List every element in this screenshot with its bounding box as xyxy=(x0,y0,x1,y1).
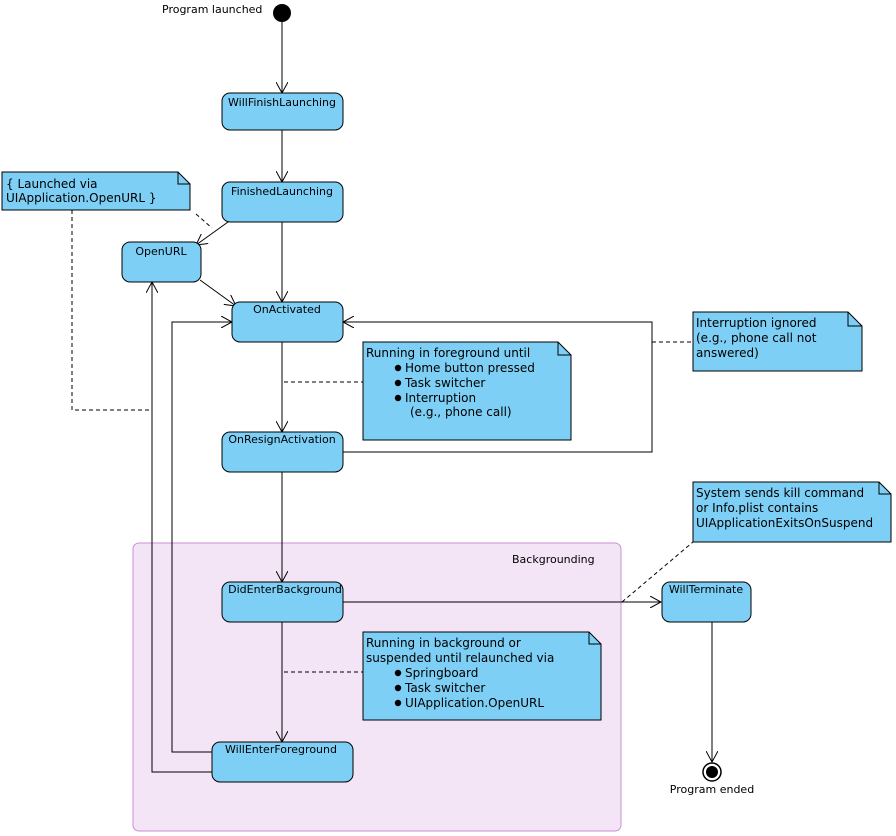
anchor-launched-via-openurl xyxy=(195,213,213,229)
note-foreground-bullet-2 xyxy=(394,379,402,387)
backgrounding-region-label: Backgrounding xyxy=(512,553,595,566)
note-kill-line-3: UIApplicationExitsOnSuspend xyxy=(696,516,873,530)
note-foreground-item-3: Interruption xyxy=(405,391,476,405)
note-background-item-3: UIApplication.OpenURL xyxy=(405,696,544,710)
state-did-enter-background-label: DidEnterBackground xyxy=(228,583,342,596)
state-open-url: OpenURL xyxy=(121,241,202,283)
state-on-activated-label: OnActivated xyxy=(253,303,321,316)
note-background-title-2: suspended until relaunched via xyxy=(366,651,554,665)
state-did-enter-background: DidEnterBackground xyxy=(221,581,344,623)
note-launched-via-line-2: UIApplication.OpenURL } xyxy=(6,191,157,205)
start-label: Program launched xyxy=(162,3,262,16)
transition-willenterforeground-to-openurl xyxy=(152,282,212,773)
note-background: Running in background or suspended until… xyxy=(362,631,602,721)
note-launched-via: { Launched via UIApplication.OpenURL } xyxy=(1,171,191,211)
transition-willenterforeground-to-onactivated xyxy=(171,322,232,753)
note-background-bullet-1 xyxy=(394,669,402,677)
note-background-title-1: Running in background or xyxy=(366,636,521,650)
note-kill-line-1: System sends kill command xyxy=(696,486,864,500)
note-interruption-line-3: answered) xyxy=(696,346,759,360)
transition-openurl-to-onactivated xyxy=(199,279,236,306)
state-will-terminate-label: WillTerminate xyxy=(669,583,744,596)
transition-onresign-to-onactivated xyxy=(343,322,653,453)
note-foreground: Running in foreground until Home button … xyxy=(362,341,572,441)
note-interruption-line-1: Interruption ignored xyxy=(696,316,816,330)
note-launched-via-line-1: { Launched via xyxy=(6,177,98,191)
note-interruption-ignored: Interruption ignored (e.g., phone call n… xyxy=(692,311,863,372)
note-background-bullet-3 xyxy=(394,699,402,707)
note-background-item-2: Task switcher xyxy=(404,681,485,695)
state-will-terminate: WillTerminate xyxy=(661,581,752,623)
state-finished-launching-label: FinishedLaunching xyxy=(231,185,333,198)
transition-finished-to-openurl xyxy=(196,221,229,245)
note-foreground-bullet-3 xyxy=(394,394,402,402)
state-on-resign-activation-label: OnResignActivation xyxy=(228,433,335,446)
transitions xyxy=(152,22,712,773)
state-will-finish-launching-label: WillFinishLaunching xyxy=(228,96,336,109)
state-will-enter-foreground-label: WillEnterForeground xyxy=(225,743,337,756)
state-open-url-label: OpenURL xyxy=(135,245,187,258)
note-background-item-1: Springboard xyxy=(405,666,478,680)
note-kill-command: System sends kill command or Info.plist … xyxy=(692,481,892,543)
note-background-bullet-2 xyxy=(394,684,402,692)
note-interruption-line-2: (e.g., phone call not xyxy=(696,331,817,345)
note-foreground-item-1: Home button pressed xyxy=(405,361,535,375)
state-will-enter-foreground: WillEnterForeground xyxy=(211,741,354,783)
note-foreground-item-2: Task switcher xyxy=(404,376,485,390)
start-node: Program launched xyxy=(162,3,291,22)
end-node: Program ended xyxy=(670,762,754,796)
state-finished-launching: FinishedLaunching xyxy=(221,181,344,223)
anchor-kill-note xyxy=(621,541,694,603)
anchor-launched-via xyxy=(71,210,152,411)
state-will-finish-launching: WillFinishLaunching xyxy=(221,92,344,131)
state-on-activated: OnActivated xyxy=(231,301,344,343)
note-kill-line-2: or Info.plist contains xyxy=(696,501,818,515)
end-label: Program ended xyxy=(670,783,754,796)
note-anchors xyxy=(71,210,694,673)
note-foreground-title: Running in foreground until xyxy=(366,346,530,360)
note-foreground-bullet-1 xyxy=(394,364,402,372)
note-foreground-extra: (e.g., phone call) xyxy=(410,405,512,419)
state-on-resign-activation: OnResignActivation xyxy=(221,431,344,473)
